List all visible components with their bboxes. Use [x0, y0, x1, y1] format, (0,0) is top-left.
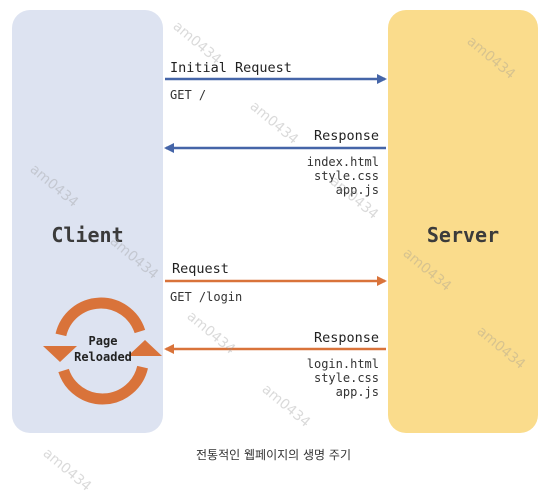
flow-arrows — [43, 74, 387, 405]
server-title: Server — [426, 223, 500, 247]
response-files-2: login.html style.css app.js — [306, 357, 379, 399]
client-title: Client — [51, 223, 124, 247]
response-files-1: index.html style.css app.js — [306, 155, 379, 197]
response-label-1: Response — [313, 128, 379, 144]
request-label: Request — [172, 261, 229, 277]
reload-line-1: Page — [88, 334, 118, 348]
reload-line-2: Reloaded — [74, 350, 132, 364]
initial-request-detail: GET / — [170, 88, 207, 102]
page-reloaded-label: Page Reloaded — [64, 333, 142, 365]
request-detail: GET /login — [170, 290, 243, 304]
server-panel: Server — [388, 10, 538, 433]
client-panel: Client — [12, 10, 163, 433]
reload-cycle-icon — [55, 297, 148, 405]
initial-request-label: Initial Request — [170, 60, 292, 76]
diagram-caption: 전통적인 웹페이지의 생명 주기 — [196, 448, 351, 462]
response-label-2: Response — [313, 330, 379, 346]
